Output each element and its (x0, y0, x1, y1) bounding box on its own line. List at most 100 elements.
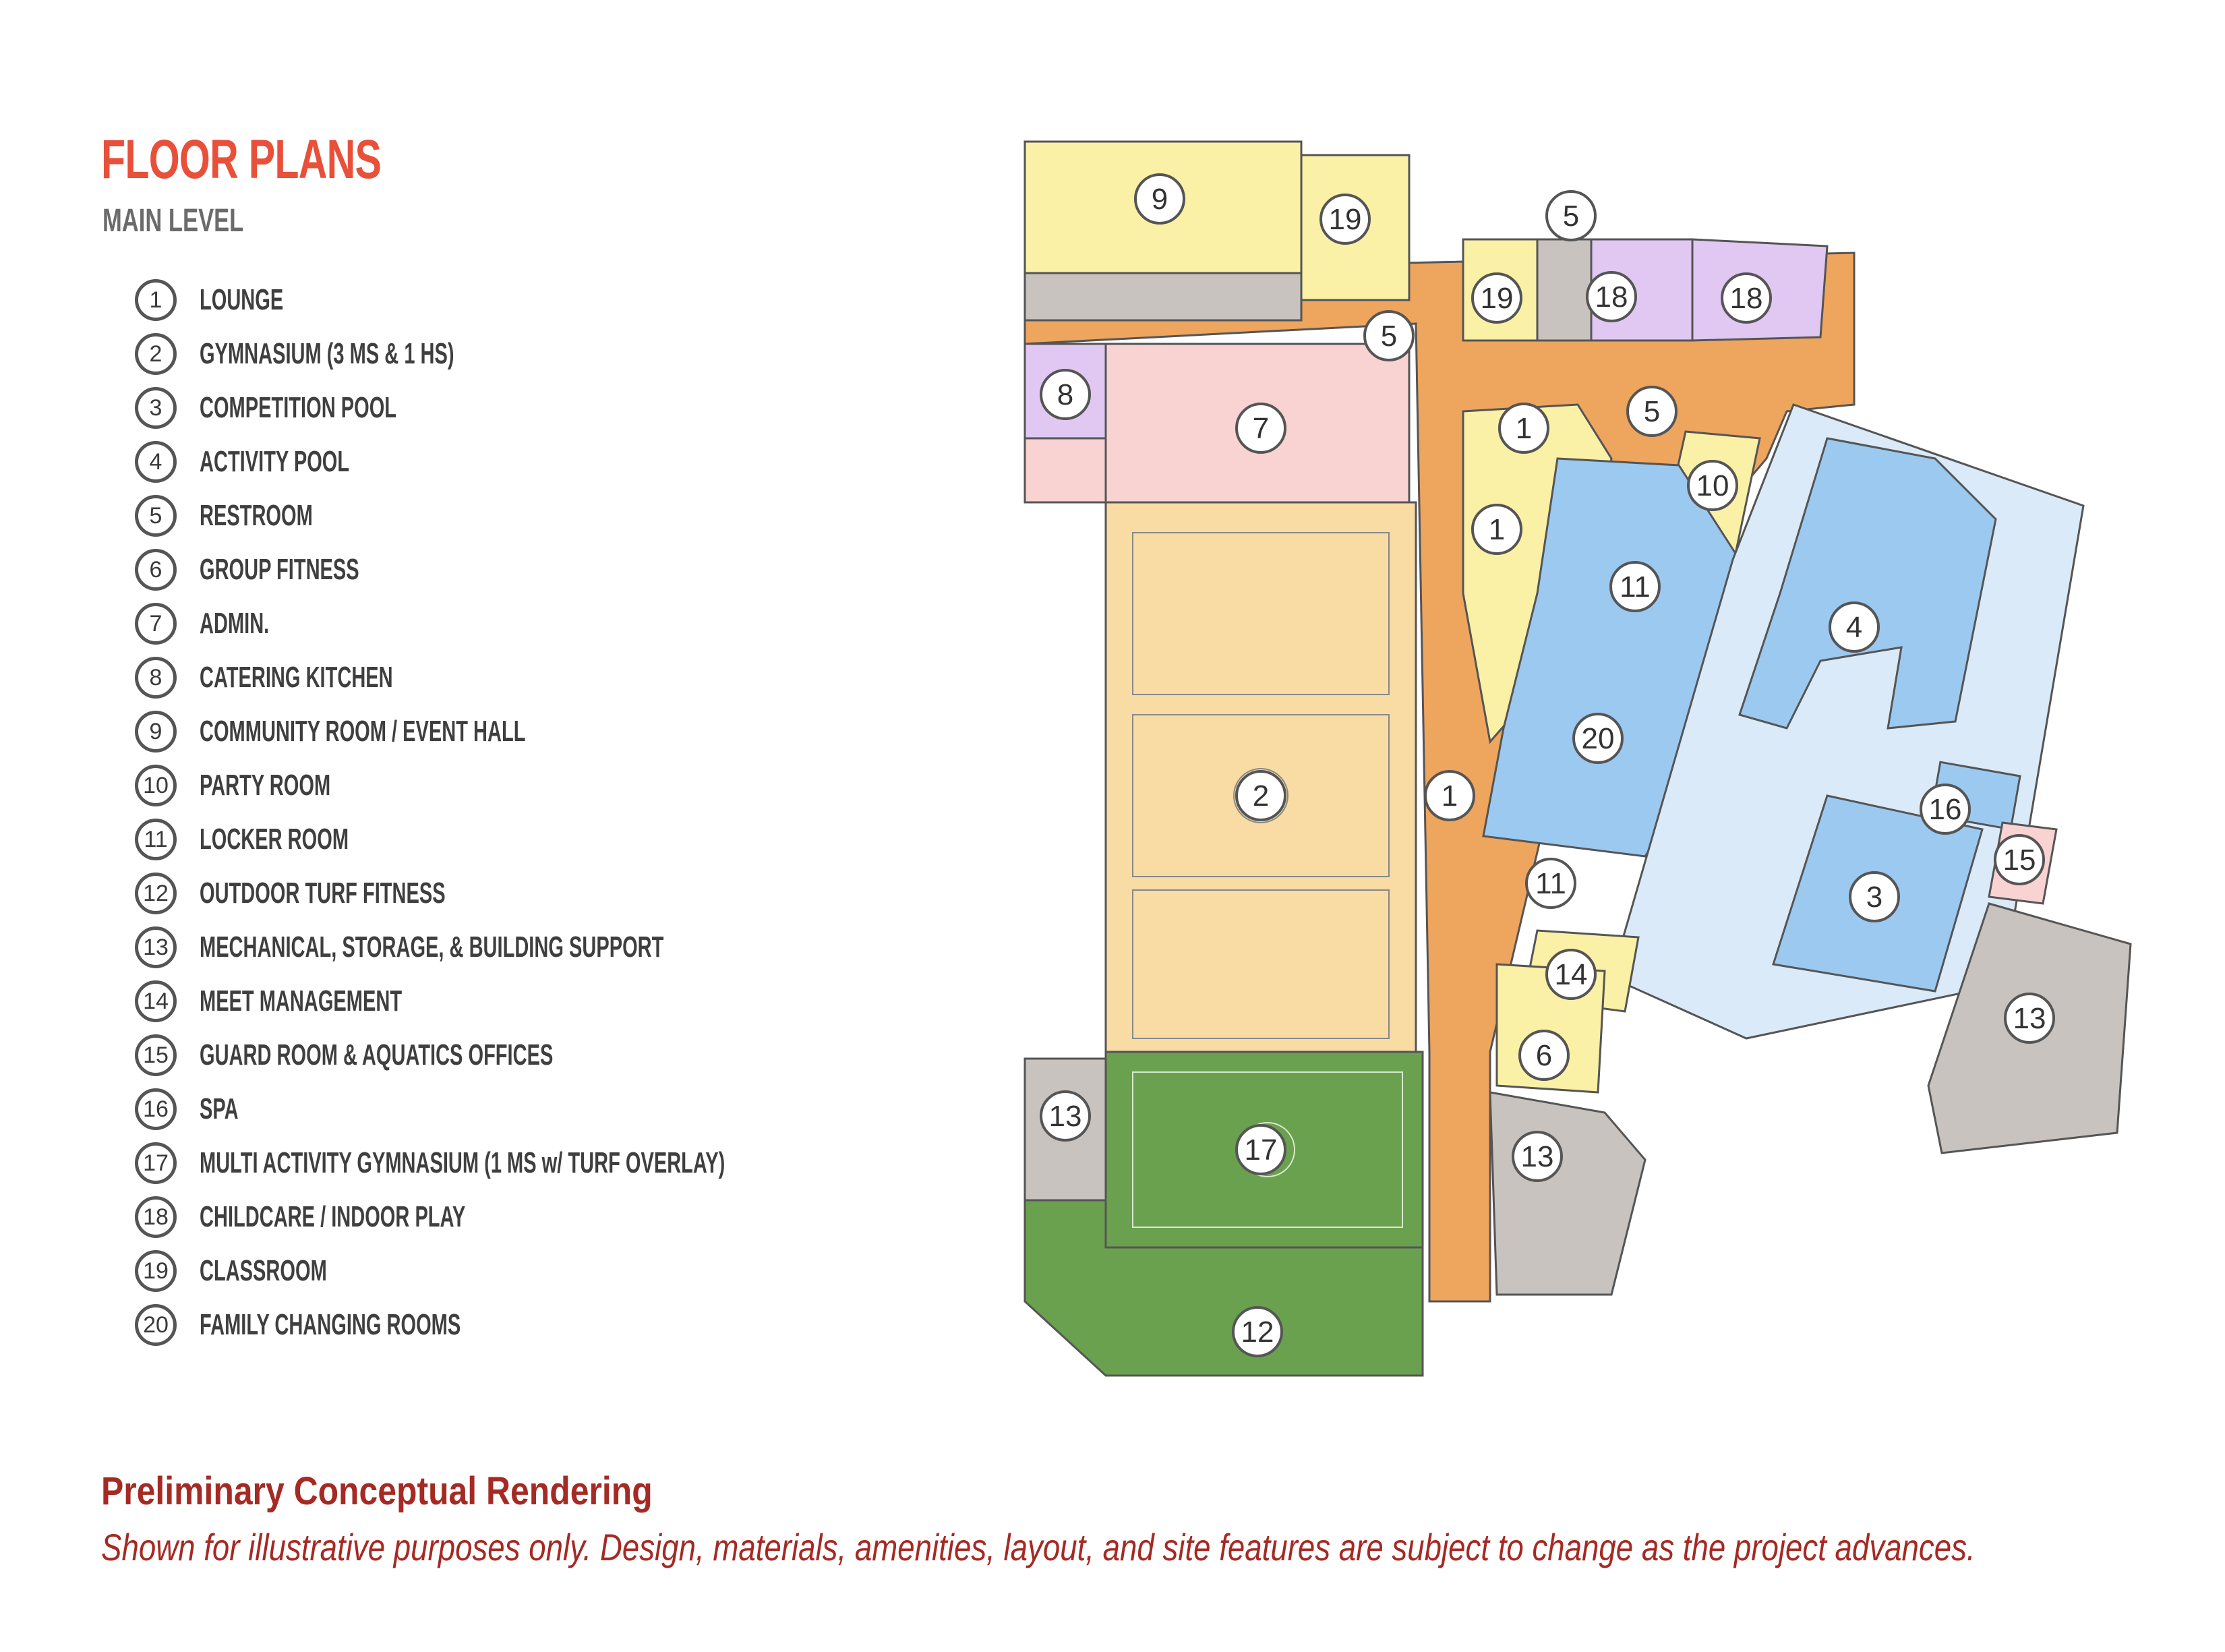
svg-text:10: 10 (1696, 469, 1729, 502)
floor-plan: 1 1 1 2 3 4 5 5 5 6 7 8 9 10 11 11 12 13… (1023, 140, 2132, 1377)
marker-18a: 18 (1586, 271, 1637, 322)
court-markings (1132, 532, 1403, 1228)
legend-item: 12 OUTDOOR TURF FITNESS (135, 866, 996, 920)
svg-text:5: 5 (1644, 395, 1660, 428)
marker-20: 20 (1572, 713, 1624, 764)
legend-item: 1 LOUNGE (135, 273, 996, 327)
legend-item: 6 GROUP FITNESS (135, 543, 996, 597)
marker-5c: 5 (1626, 386, 1678, 437)
svg-text:12: 12 (1241, 1316, 1274, 1349)
legend-number-badge: 13 (135, 926, 177, 968)
svg-text:5: 5 (1381, 320, 1397, 353)
marker-19a: 19 (1319, 194, 1371, 245)
legend-label: CATERING KITCHEN (200, 661, 393, 694)
page-title: FLOOR PLANS (101, 129, 382, 190)
legend-label: PARTY ROOM (200, 769, 331, 802)
svg-text:2: 2 (1253, 779, 1269, 813)
legend-number-badge: 11 (135, 819, 177, 860)
legend-label: LOUNGE (200, 283, 284, 316)
svg-text:9: 9 (1152, 183, 1168, 216)
notice-title: Preliminary Conceptual Rendering (101, 1469, 653, 1513)
rooms (1023, 140, 2132, 1377)
marker-6: 6 (1518, 1030, 1570, 1081)
legend-label: LOCKER ROOM (200, 823, 349, 856)
marker-13b: 13 (1512, 1131, 1563, 1182)
marker-15: 15 (1994, 834, 2045, 885)
marker-11b: 11 (1525, 858, 1576, 909)
legend-label: GROUP FITNESS (200, 553, 359, 586)
svg-text:11: 11 (1620, 570, 1651, 603)
marker-1c: 1 (1424, 770, 1475, 821)
svg-text:7: 7 (1253, 412, 1269, 445)
svg-text:5: 5 (1563, 200, 1579, 233)
legend-number-badge: 2 (135, 333, 177, 375)
legend-label: GYMNASIUM (3 MS & 1 HS) (200, 337, 454, 370)
legend-item: 11 LOCKER ROOM (135, 813, 996, 866)
marker-2: 2 (1235, 770, 1286, 821)
storage-north (1023, 272, 1303, 322)
legend-item: 14 MEET MANAGEMENT (135, 974, 996, 1028)
marker-16: 16 (1920, 784, 1971, 835)
marker-1a: 1 (1498, 403, 1549, 454)
legend-number-badge: 6 (135, 549, 177, 591)
level-subtitle: MAIN LEVEL (102, 203, 244, 239)
svg-text:16: 16 (1929, 793, 1962, 826)
outdoor-turf (1023, 1199, 1424, 1377)
svg-text:3: 3 (1866, 881, 1882, 914)
marker-4: 4 (1829, 601, 1880, 653)
svg-text:18: 18 (1730, 282, 1763, 315)
svg-text:6: 6 (1536, 1039, 1552, 1072)
legend-number-badge: 9 (135, 711, 177, 753)
legend-label: CLASSROOM (200, 1254, 327, 1287)
svg-text:19: 19 (1481, 282, 1514, 315)
legend-number-badge: 4 (135, 441, 177, 483)
svg-text:14: 14 (1555, 958, 1588, 991)
svg-text:13: 13 (1521, 1140, 1554, 1173)
marker-5b: 5 (1363, 310, 1415, 361)
legend-number-badge: 7 (135, 603, 177, 645)
legend-label: COMMUNITY ROOM / EVENT HALL (200, 715, 526, 748)
legend-label: MEET MANAGEMENT (200, 984, 403, 1017)
room-markers: 1 1 1 2 3 4 5 5 5 6 7 8 9 10 11 11 12 13… (1040, 173, 2055, 1357)
marker-19b: 19 (1471, 272, 1522, 324)
marker-10: 10 (1687, 460, 1738, 511)
legend-item: 9 COMMUNITY ROOM / EVENT HALL (135, 705, 996, 759)
marker-11a: 11 (1609, 561, 1661, 612)
notice-text: Shown for illustrative purposes only. De… (101, 1526, 1976, 1568)
marker-17: 17 (1235, 1124, 1286, 1175)
legend-label: OUTDOOR TURF FITNESS (200, 877, 446, 910)
svg-text:11: 11 (1535, 867, 1566, 900)
legend-label: FAMILY CHANGING ROOMS (200, 1308, 461, 1341)
legend-number-badge: 10 (135, 765, 177, 806)
marker-7: 7 (1235, 403, 1286, 454)
legend-number-badge: 1 (135, 279, 177, 321)
svg-text:4: 4 (1846, 611, 1862, 644)
svg-text:18: 18 (1595, 281, 1628, 314)
marker-9: 9 (1134, 173, 1185, 225)
marker-3: 3 (1849, 871, 1900, 922)
support-west (1023, 1057, 1107, 1202)
legend-number-badge: 17 (135, 1142, 177, 1184)
marker-13c: 13 (2004, 993, 2055, 1044)
legend-label: ADMIN. (200, 607, 270, 640)
legend-number-badge: 12 (135, 873, 177, 914)
legend-item: 13 MECHANICAL, STORAGE, & BUILDING SUPPOR… (135, 920, 996, 974)
legend-number-badge: 14 (135, 980, 177, 1022)
marker-13a: 13 (1040, 1090, 1091, 1142)
support-south (1489, 1091, 1646, 1296)
legend-label: MULTI ACTIVITY GYMNASIUM (1 MS w/ TURF O… (200, 1146, 725, 1179)
marker-1b: 1 (1471, 504, 1522, 555)
marker-5a: 5 (1545, 190, 1597, 241)
legend-item: 10 PARTY ROOM (135, 759, 996, 813)
legend-number-badge: 19 (135, 1250, 177, 1292)
marker-18b: 18 (1721, 272, 1772, 324)
legend-number-badge: 5 (135, 495, 177, 537)
legend-number-badge: 15 (135, 1034, 177, 1076)
legend-label: MECHANICAL, STORAGE, & BUILDING SUPPORT (200, 931, 664, 964)
